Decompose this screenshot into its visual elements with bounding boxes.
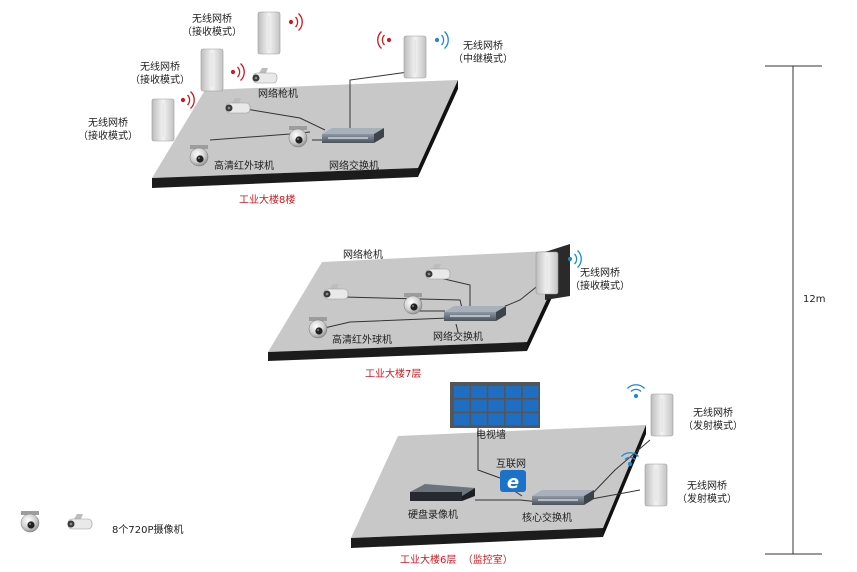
- floor-6-bridge-b-label-line1: 无线网桥: [687, 481, 727, 492]
- floor-8-bridge-a-icon: [257, 11, 281, 55]
- tv-screen: [522, 386, 539, 398]
- internet-icon: e: [500, 470, 526, 493]
- floor-8-bridge-c-label: 无线网桥 （接收模式）: [78, 117, 138, 143]
- floor-7-dome-camera-icon: [308, 316, 328, 339]
- floor-8-bullet-camera-label: 网络枪机: [258, 89, 298, 100]
- floor-6-bridge-b-icon: [644, 463, 668, 507]
- floor-7-bridge-label-line1: 无线网桥: [580, 268, 620, 279]
- floor-8-bridge-b-label-line2: （接收模式）: [130, 75, 190, 86]
- floor-8-bridge-b-icon: [200, 48, 224, 92]
- tv-screen: [522, 399, 539, 412]
- floor-7-slab-front: [268, 342, 527, 361]
- nvr-label: 硬盘录像机: [408, 510, 458, 521]
- floor-7-switch-icon: [444, 306, 506, 321]
- floor-6-bridge-a-label-line2: （发射模式）: [683, 421, 743, 432]
- floor-8-switch-label: 网络交换机: [329, 161, 379, 172]
- floor-8-bridge-relay-label: 无线网桥 （中继模式）: [453, 40, 513, 66]
- tv-screen: [488, 413, 504, 426]
- floor-8-relay-signal-blue-icon: [434, 30, 449, 50]
- tv-screen: [488, 386, 504, 398]
- floor-7-switch-label: 网络交换机: [433, 332, 483, 343]
- floor-8-bridge-a-label-line2: （接收模式）: [182, 27, 242, 38]
- floor-8-slab-front: [152, 168, 418, 188]
- floor-8-bridge-b-label: 无线网桥 （接收模式）: [130, 61, 190, 87]
- floor-6-bridge-a-label: 无线网桥 （发射模式）: [683, 407, 743, 433]
- tv-screen: [505, 413, 522, 426]
- floor-8-slab-side: [418, 80, 458, 177]
- floor-6: e: [351, 382, 674, 548]
- floor-6-bridge-a-label-line1: 无线网桥: [693, 408, 733, 419]
- legend-bullet-camera-icon: [67, 513, 93, 530]
- tv-screen: [505, 399, 522, 412]
- floor-7-cables: [319, 277, 546, 333]
- tv-screen: [488, 399, 504, 412]
- floor-8-bridge-c-label-line1: 无线网桥: [88, 118, 128, 129]
- floor-6-slab-front: [351, 528, 603, 548]
- floor-8-bullet-camera-icon: [252, 67, 278, 84]
- core-switch-label: 核心交换机: [522, 513, 572, 524]
- legend-label: 8个720P摄像机: [112, 525, 184, 536]
- floor-7-bridge-label-line2: （接收模式）: [570, 281, 630, 292]
- tv-wall-label: 电视墙: [476, 430, 506, 441]
- height-label: 12m: [803, 294, 826, 305]
- floor-8-bridge-relay-label-line2: （中继模式）: [453, 54, 513, 65]
- floor-7-name: 工业大楼7层: [365, 369, 422, 380]
- tv-screen: [471, 399, 487, 412]
- height-marker: [765, 65, 822, 555]
- tv-screen: [454, 413, 470, 426]
- tv-screen: [454, 399, 470, 412]
- tv-screen: [522, 413, 539, 426]
- floor-7-bridge-label: 无线网桥 （接收模式）: [570, 267, 630, 293]
- floor-8-bridge-relay-icon: [403, 35, 427, 79]
- floor-6-bridge-a-signal-icon: [626, 384, 646, 399]
- floor-7-bullet-camera-label: 网络枪机: [343, 250, 383, 261]
- tv-wall: [450, 382, 540, 428]
- floor-8-bridge-c-label-line2: （接收模式）: [78, 131, 138, 142]
- tv-wall-screens: [454, 386, 539, 426]
- legend-dome-camera-icon: [20, 510, 40, 533]
- floor-7-bridge-icon: [535, 251, 559, 295]
- floor-8-bridge-a-signal-icon: [288, 12, 303, 32]
- floor-6-slab-top: [351, 425, 646, 538]
- floor-7-dome-camera-label: 高清红外球机: [332, 335, 392, 346]
- internet-label: 互联网: [496, 459, 526, 470]
- floor-6-name: 工业大楼6层 （监控室）: [400, 555, 513, 566]
- floor-8-dome-camera-icon: [288, 125, 308, 148]
- core-switch-icon: [532, 490, 594, 505]
- floor-8-bridge-c-signal-icon: [180, 90, 195, 110]
- floor-8-name: 工业大楼8楼: [239, 195, 296, 206]
- floor-8-bridge-a-label: 无线网桥 （接收模式）: [182, 13, 242, 39]
- floor-8-relay-signal-red-icon: [377, 30, 392, 50]
- floor-8-dome-camera-label: 高清红外球机: [214, 161, 274, 172]
- tv-screen: [454, 386, 470, 398]
- floor-8-dome-camera-icon: [189, 144, 209, 167]
- floor-6-bridge-b-label-line2: （发射模式）: [677, 494, 737, 505]
- floor-6-bridge-a-icon: [650, 393, 674, 437]
- tv-screen: [505, 386, 522, 398]
- floor-8-bridge-c-icon: [151, 98, 175, 142]
- nvr-icon: [410, 484, 475, 501]
- floor-7-dome-camera-icon: [403, 292, 423, 315]
- floor-8-bridge-b-signal-icon: [230, 62, 245, 82]
- tv-screen: [471, 413, 487, 426]
- floor-8-bridge-relay-label-line1: 无线网桥: [463, 41, 503, 52]
- floor-8-bridge-a-label-line1: 无线网桥: [192, 14, 232, 25]
- floor-8: [151, 11, 458, 188]
- floor-8-bridge-b-label-line1: 无线网桥: [140, 62, 180, 73]
- tv-screen: [471, 386, 487, 398]
- floor-6-bridge-b-label: 无线网桥 （发射模式）: [677, 480, 737, 506]
- floor-7: [268, 244, 582, 361]
- svg-text:e: e: [507, 472, 519, 493]
- floor-8-switch-icon: [322, 128, 384, 143]
